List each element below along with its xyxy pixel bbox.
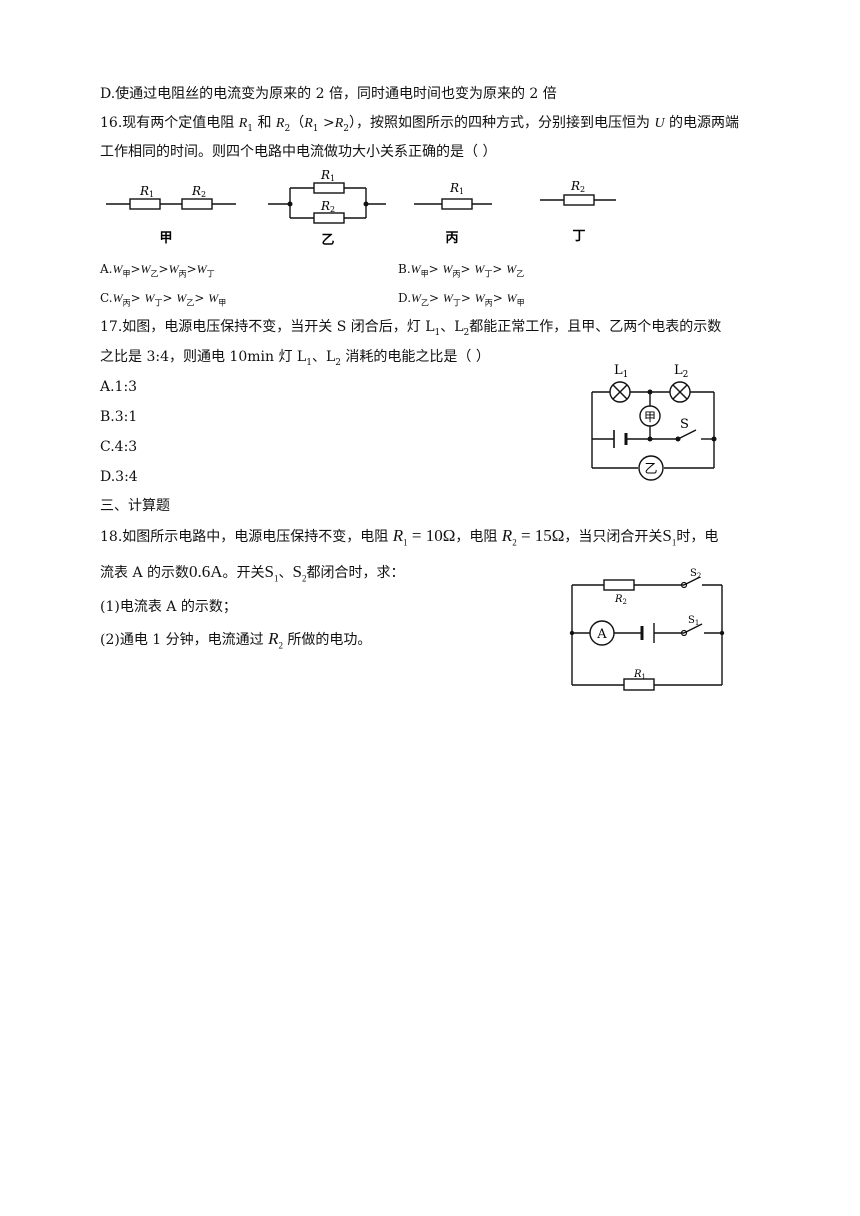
section-title: 三、计算题 <box>100 498 170 514</box>
q17-l2-label: L2 <box>674 363 688 380</box>
q18-sub2: (2)通电 1 分钟，电流通过 R2 所做的电功。 <box>100 629 372 651</box>
q16-jia-r1-label: R1 <box>139 184 154 199</box>
q16-yi-caption: 乙 <box>321 233 334 248</box>
q18-r1-label: R1 <box>633 669 646 681</box>
q16-r2-sub: 2 <box>284 123 291 134</box>
q16-circuit-ding <box>540 194 616 206</box>
q16-cond-r2: R <box>334 116 344 131</box>
q16-stem-tail: 的电源两端 <box>664 115 740 131</box>
q16-circuit-bing <box>414 198 492 210</box>
q17-option-a[interactable]: A.1:3 <box>100 379 138 395</box>
q16-option-d[interactable]: D.W乙> W丁> W丙> W甲 <box>398 291 525 308</box>
q17-l1-label: L1 <box>614 363 628 380</box>
q16-option-c[interactable]: C.W丙> W丁> W乙> W甲 <box>100 291 227 308</box>
q16-and: 和 <box>253 115 276 131</box>
q16-r2: R <box>275 116 285 131</box>
q16-option-b[interactable]: B.W甲> W丙> W丁> W乙 <box>398 262 525 279</box>
q16-circuits-figure: R1 R2 甲 R1 R2 乙 R1 丙 R2 丁 <box>106 168 616 248</box>
q17-option-b[interactable]: B.3:1 <box>100 409 138 425</box>
q16-cond-r1-sub: 1 <box>312 123 319 134</box>
q16-jia-r2-label: R2 <box>191 184 206 199</box>
q17-circuit-figure: L1 L2 甲 乙 S <box>591 363 717 481</box>
q16-ding-r2-label: R2 <box>570 179 585 194</box>
q15-option-d: D.使通过电阻丝的电流变为原来的 2 倍，同时通电时间也变为原来的 2 倍 <box>100 86 557 102</box>
q17-meter-yi: 乙 <box>644 462 657 477</box>
q18-stem-line2: 流表 A 的示数0.6A。开关S1、S2都闭合时，求： <box>100 562 405 584</box>
q18-sub1: (1)电流表 A 的示数； <box>100 599 237 615</box>
q17-meter-jia: 甲 <box>644 410 656 424</box>
q16-circuit-jia <box>106 198 236 210</box>
q16-cond-r1: R <box>304 116 313 131</box>
q17-stem-line2: 之比是 3:4，则通电 10min 灯 L1、L2 消耗的电能之比是（ ） <box>100 349 490 368</box>
q16-bing-caption: 丙 <box>445 231 458 246</box>
q16-cond-close: ），按照如图所示的四种方式，分别接到电压恒为 <box>349 115 655 131</box>
q16-cond-r2-sub: 2 <box>343 123 349 134</box>
q18-s2-label: S2 <box>690 568 701 580</box>
q16-cond-open: （ <box>290 115 305 131</box>
q16-cond-gt: > <box>318 115 335 131</box>
q18-r2-label: R2 <box>614 594 627 606</box>
q16-option-a[interactable]: A.W甲>W乙>W丙>W丁 <box>100 262 215 279</box>
q16-stem-part1: 16.现有两个定值电阻 <box>100 115 239 131</box>
q17-switch-label: S <box>680 417 689 432</box>
q16-r1-sub: 1 <box>247 123 254 134</box>
q17-option-c[interactable]: C.4:3 <box>100 439 138 455</box>
q17-stem-line1: 17.如图，电源电压保持不变，当开关 S 闭合后，灯 L1、L2都能正常工作，且… <box>100 319 722 338</box>
q16-yi-r1-label: R1 <box>320 168 335 183</box>
q16-bing-r1-label: R1 <box>449 181 464 196</box>
q16-stem-line1: 16.现有两个定值电阻 R1 和 R2（R1 >R2），按照如图所示的四种方式，… <box>100 113 739 139</box>
q16-r1: R <box>238 116 248 131</box>
q17-option-d[interactable]: D.3:4 <box>100 469 138 485</box>
q18-circuit-figure: R2 R1 S2 S1 A <box>569 568 725 691</box>
q18-stem-line1: 18.如图所示电路中，电源电压保持不变，电阻 R1 = 10Ω，电阻 R2 = … <box>100 526 719 548</box>
q16-u: U <box>654 116 665 131</box>
q16-ding-caption: 丁 <box>572 229 585 244</box>
q16-circuit-yi <box>268 182 386 224</box>
q16-yi-r2-label: R2 <box>320 199 335 214</box>
q16-stem-line2: 工作相同的时间。则四个电路中电流做功大小关系正确的是（ ） <box>100 144 497 160</box>
q16-jia-caption: 甲 <box>159 231 172 246</box>
q18-ammeter-label: A <box>596 627 607 642</box>
q18-s1-label: S1 <box>688 615 699 627</box>
